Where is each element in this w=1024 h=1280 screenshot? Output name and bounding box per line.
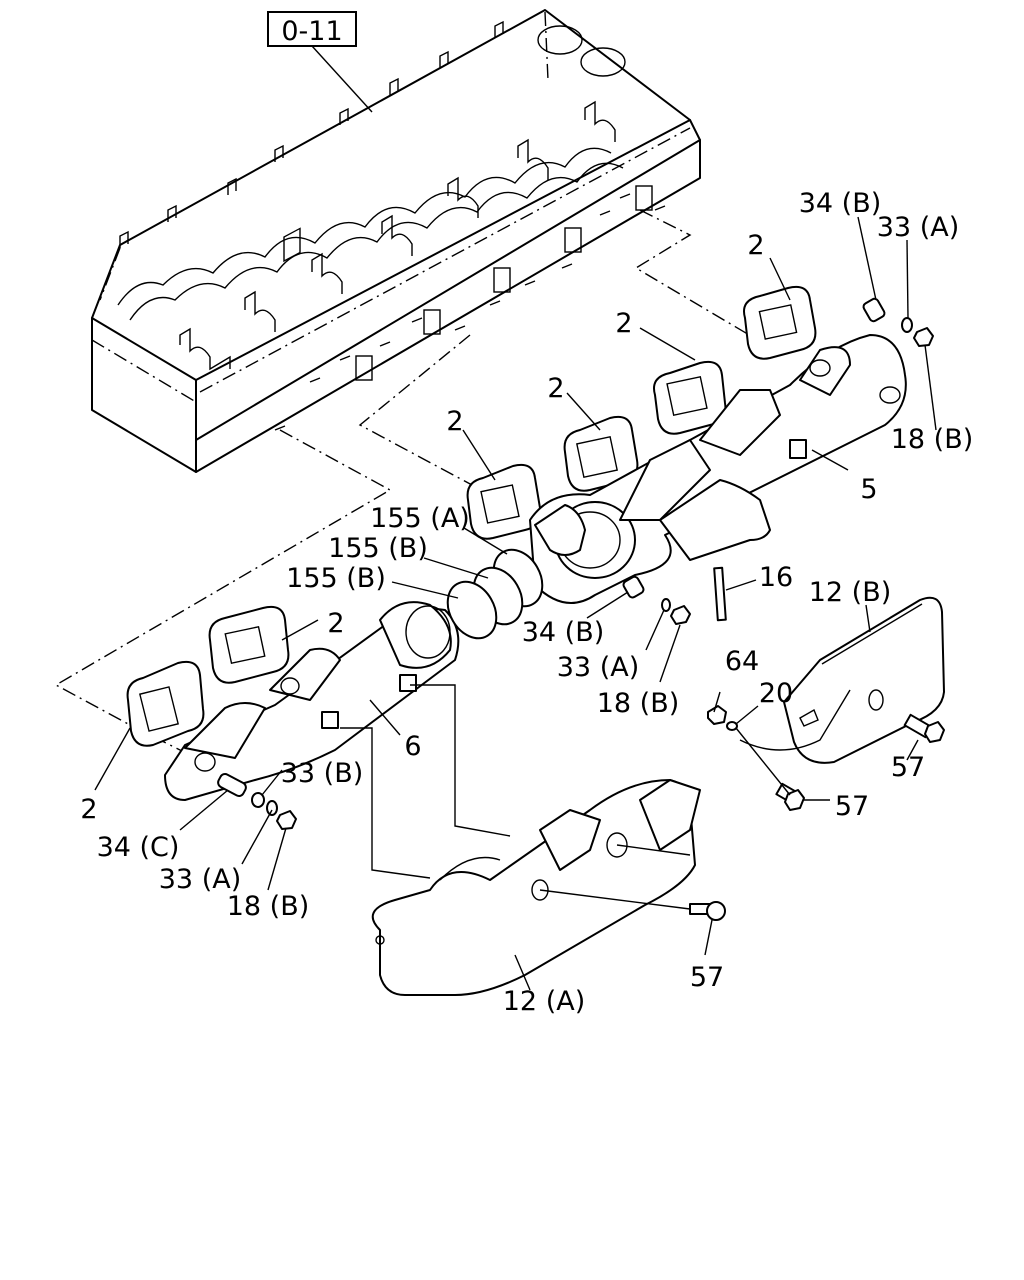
leader-lines	[94, 216, 937, 991]
label-33a-bot: 33 (A)	[159, 864, 241, 895]
label-155b-1: 155 (B)	[328, 533, 428, 564]
part-labels: 2 2 2 2 34 (B) 33 (A) 18 (B) 5 16 155 (A…	[80, 188, 973, 1017]
label-18b-mid: 18 (B)	[597, 688, 680, 719]
label-64: 64	[725, 646, 759, 677]
reference-box: 0-11	[267, 11, 373, 113]
fasteners	[217, 297, 945, 921]
gasket-2-f	[126, 660, 205, 747]
gasket-2-b	[653, 360, 727, 435]
label-33b: 33 (B)	[281, 758, 364, 789]
label-34c: 34 (C)	[97, 832, 180, 863]
cylinder-head	[91, 9, 701, 473]
label-155a: 155 (A)	[370, 503, 470, 534]
label-20: 20	[759, 678, 793, 709]
label-155b-2: 155 (B)	[286, 563, 386, 594]
label-2-e: 2	[327, 608, 344, 639]
gasket-group-lower	[126, 605, 290, 747]
label-57-b: 57	[835, 791, 869, 822]
gasket-2-d	[466, 463, 542, 540]
label-5: 5	[860, 474, 877, 505]
label-6: 6	[404, 731, 421, 762]
gasket-2-e	[208, 605, 290, 684]
ring-155b-2	[446, 580, 498, 640]
heat-shield-12a	[371, 779, 701, 996]
label-16: 16	[759, 562, 793, 593]
label-12b: 12 (B)	[809, 577, 892, 608]
label-2-f: 2	[80, 794, 97, 825]
gasket-group-upper	[466, 285, 817, 540]
label-2-a: 2	[747, 230, 764, 261]
label-57-c: 57	[690, 962, 724, 993]
label-57-a: 57	[891, 752, 925, 783]
rear-exhaust-manifold	[529, 334, 907, 604]
label-18b-top: 18 (B)	[891, 424, 974, 455]
gasket-2-a	[743, 285, 817, 360]
label-12a: 12 (A)	[503, 986, 585, 1017]
label-2-c: 2	[547, 373, 564, 404]
label-34b-mid: 34 (B)	[522, 617, 605, 648]
label-33a-top: 33 (A)	[877, 212, 959, 243]
label-18b-bot: 18 (B)	[227, 891, 310, 922]
label-2-d: 2	[446, 406, 463, 437]
label-33a-mid: 33 (A)	[557, 652, 639, 683]
label-2-b: 2	[615, 308, 632, 339]
reference-label: 0-11	[281, 16, 342, 47]
label-34b-top: 34 (B)	[799, 188, 882, 219]
front-exhaust-manifold	[164, 601, 460, 801]
seal-rings	[446, 548, 544, 640]
